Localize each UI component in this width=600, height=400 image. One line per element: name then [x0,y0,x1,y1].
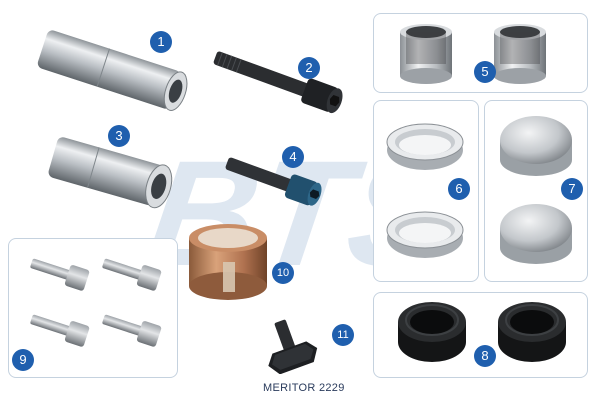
rubber-seal-pair-icon [398,302,566,362]
bronze-bushing-icon [189,224,267,300]
badge-8: 8 [474,345,496,367]
torx-bolt-set-icon [30,258,162,347]
badge-6: 6 [448,178,470,200]
badge-9: 9 [12,349,34,371]
badge-4: 4 [282,146,304,168]
socket-head-bolt-short-icon [225,157,322,206]
badge-3: 3 [108,125,130,147]
badge-10: 10 [272,262,294,284]
badge-2: 2 [298,57,320,79]
badge-1: 1 [150,31,172,53]
metal-cup-ring-pair-icon [386,123,464,258]
product-code-caption: MERITOR 2229 [263,382,345,394]
badge-5: 5 [474,61,496,83]
bushing-pair-icon [400,24,546,84]
guide-pin-sleeve-long-icon [37,30,188,111]
badge-7: 7 [561,178,583,200]
cap-plug-pair-icon [500,116,572,264]
guide-pin-sleeve-short-icon [48,137,173,209]
hex-bolt-icon [268,319,318,374]
socket-head-bolt-long-icon [213,51,343,114]
badge-11: 11 [332,324,354,346]
